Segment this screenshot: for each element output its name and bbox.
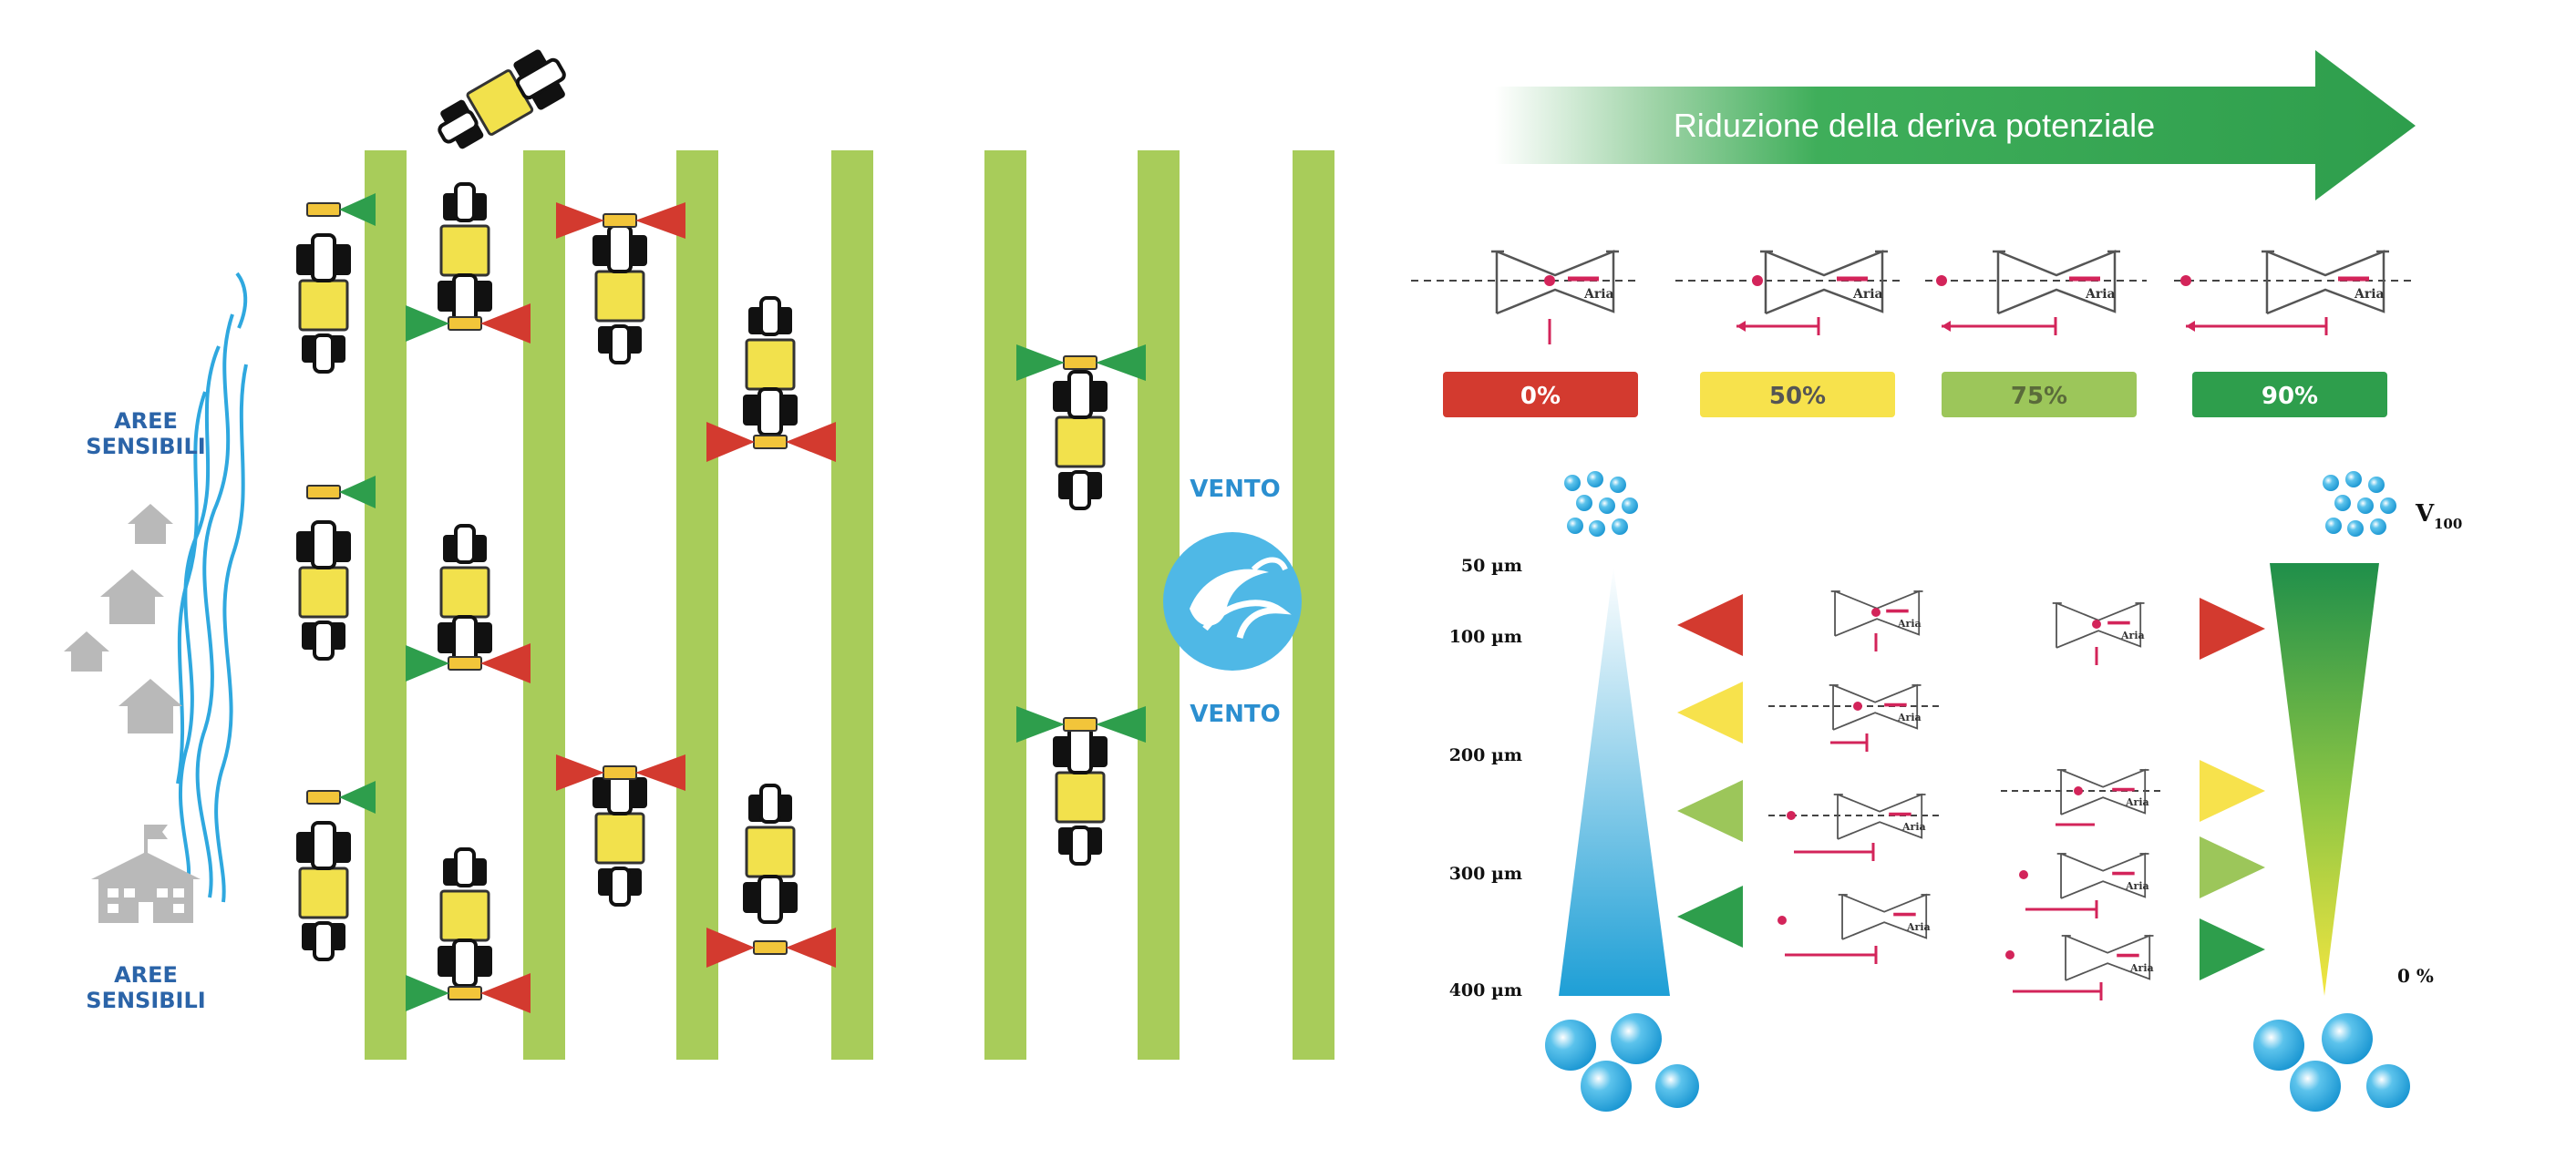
large-droplets-left xyxy=(1545,1013,1699,1112)
svg-text:Aria: Aria xyxy=(1897,712,1922,723)
drift-percentage-wedge xyxy=(2270,563,2379,996)
svg-text:Aria: Aria xyxy=(2120,630,2145,641)
left-pointing-triangles xyxy=(1677,594,1743,948)
reduction-badges: 0% 50% 75% 90% xyxy=(1443,372,2387,417)
arrow-banner-text: Riduzione della deriva potenziale xyxy=(1674,107,2155,144)
svg-text:Aria: Aria xyxy=(1852,287,1883,302)
sensitive-area-bottom-line2: SENSIBILI xyxy=(86,988,205,1013)
wind-label-bottom: VENTO xyxy=(1190,701,1280,728)
sensitive-area-top-line2: SENSIBILI xyxy=(86,434,205,459)
house-icons xyxy=(64,504,182,733)
svg-text:Aria: Aria xyxy=(1906,921,1931,933)
v100-label: V xyxy=(2415,500,2435,528)
svg-text:Aria: Aria xyxy=(2085,287,2116,302)
zero-percent-label: 0 % xyxy=(2397,965,2434,987)
drift-reduction-arrow xyxy=(1495,50,2416,200)
svg-text:Aria: Aria xyxy=(1901,821,1926,833)
nozzle-aria-labels: Aria Aria Aria Aria xyxy=(1583,287,2385,302)
river-icon xyxy=(176,272,248,903)
svg-text:100 µm: 100 µm xyxy=(1449,627,1522,647)
svg-text:Aria: Aria xyxy=(1583,287,1614,302)
top-nozzle-row xyxy=(1411,251,2416,344)
middle-nozzle-aria-labels: Aria Aria Aria Aria Aria Aria Aria Aria xyxy=(1897,618,2154,974)
droplet-size-wedge xyxy=(1559,567,1670,996)
svg-text:50%: 50% xyxy=(1769,383,1826,410)
reduction-badge-75 xyxy=(1942,372,2137,417)
v100-subscript: 100 xyxy=(2434,516,2462,532)
svg-text:Aria: Aria xyxy=(1897,618,1922,630)
middle-nozzles-left-column xyxy=(1768,590,1942,964)
right-pointing-triangles xyxy=(2200,598,2265,980)
large-droplets-right xyxy=(2253,1013,2410,1112)
spray-triangles xyxy=(306,193,1146,1013)
svg-text:Aria: Aria xyxy=(2129,962,2154,974)
svg-text:Aria: Aria xyxy=(2125,880,2149,892)
reduction-badge-0 xyxy=(1443,372,1638,417)
svg-text:0%: 0% xyxy=(1520,383,1561,410)
wind-icon xyxy=(1163,532,1302,671)
svg-text:Aria: Aria xyxy=(2125,796,2149,808)
svg-text:75%: 75% xyxy=(2011,383,2067,410)
svg-text:50 µm: 50 µm xyxy=(1461,556,1522,576)
reduction-badge-50 xyxy=(1700,372,1895,417)
droplet-size-labels: 50 µm 100 µm 200 µm 300 µm 400 µm xyxy=(1449,556,1522,1000)
school-icon xyxy=(91,825,201,923)
svg-text:400 µm: 400 µm xyxy=(1449,980,1522,1000)
sensitive-area-bottom-line1: AREE xyxy=(114,962,178,988)
svg-text:Aria: Aria xyxy=(2354,287,2385,302)
svg-text:200 µm: 200 µm xyxy=(1449,745,1522,765)
svg-text:90%: 90% xyxy=(2262,383,2318,410)
sensitive-area-top-line1: AREE xyxy=(114,408,178,434)
reduction-badge-90 xyxy=(2192,372,2387,417)
middle-nozzles-right-column xyxy=(2001,601,2160,1000)
svg-text:300 µm: 300 µm xyxy=(1449,864,1522,884)
small-droplets-right xyxy=(2323,471,2396,537)
wind-label-top: VENTO xyxy=(1190,476,1280,503)
small-droplets-left xyxy=(1564,471,1638,537)
